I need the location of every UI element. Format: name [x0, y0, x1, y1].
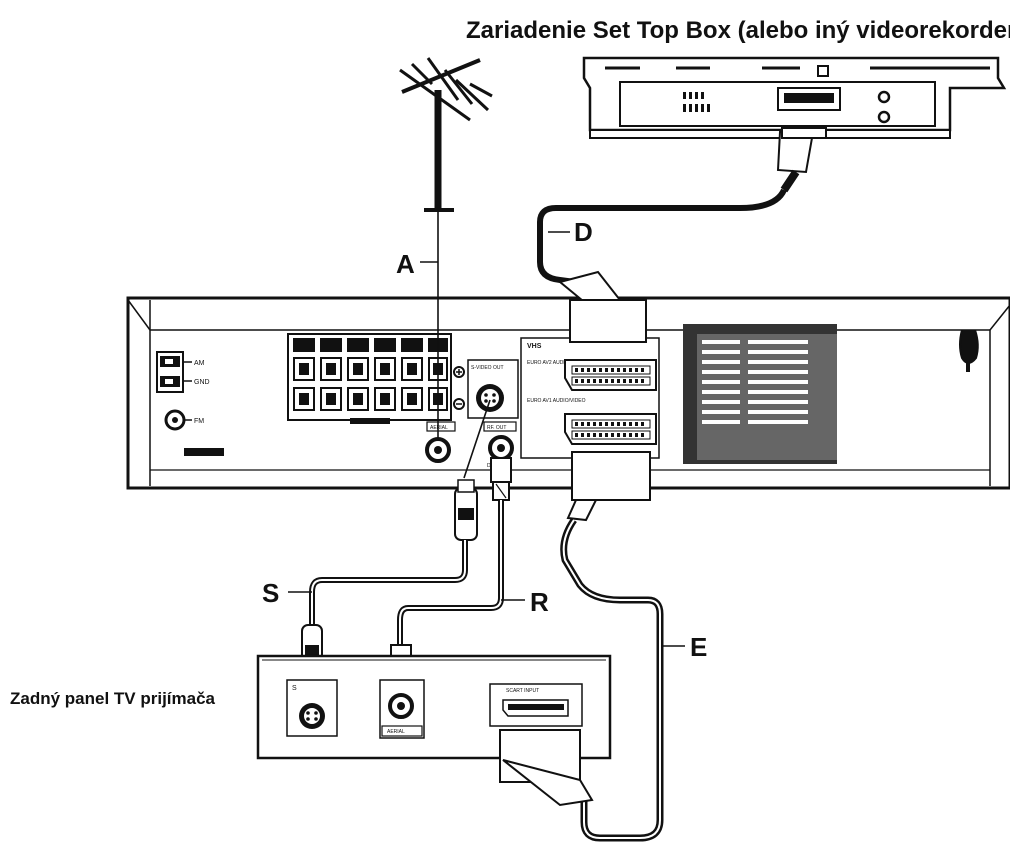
euro-av2-scart	[564, 359, 657, 391]
set-top-box-title: Zariadenie Set Top Box (alebo iný videor…	[466, 17, 1010, 44]
euro-av2-label: EURO AV2 AUDIO/VIDEO	[527, 360, 586, 366]
receiver-aerial-jack: AERIAL	[425, 421, 456, 463]
gnd-label: GND	[194, 379, 210, 386]
fm-label: FM	[194, 418, 204, 425]
cable-r-label: R	[530, 587, 549, 617]
radio-antenna-terminals: AM GND FM	[156, 351, 224, 456]
tv-back-panel-title: Zadný panel TV prijímača	[10, 689, 216, 708]
stb-rca-jack	[877, 90, 891, 104]
speaker-terminals	[287, 333, 465, 424]
stb-vent-slots	[683, 92, 710, 112]
receiver-scart-panel: VHS EURO AV2 AUDIO/VIDEO EURO AV1 AUDIO/…	[520, 337, 660, 459]
tv-aerial-label: AERIAL	[387, 729, 405, 735]
cable-a-label: A	[396, 249, 415, 279]
s-video-out-jack: S-VIDEO OUT	[467, 359, 519, 419]
set-top-box	[582, 56, 1007, 139]
tv-rear-panel: S AERIAL SCART INPUT	[256, 654, 612, 807]
vhs-label: VHS	[527, 343, 542, 350]
receiver-aerial-label: AERIAL	[430, 425, 448, 431]
euro-av1-label: EURO AV1 AUDIO/VIDEO	[527, 398, 586, 404]
tv-scart-input-label: SCART INPUT	[506, 688, 539, 694]
s-video-out-label: S-VIDEO OUT	[471, 365, 504, 371]
power-cord	[959, 329, 979, 372]
cable-e: E	[560, 451, 707, 842]
cable-d-label: D	[574, 217, 593, 247]
am-label: AM	[194, 360, 205, 367]
tv-scart-plug	[499, 729, 594, 807]
cable-s-label: S	[262, 578, 279, 608]
tv-s-jack-label: S	[292, 685, 297, 692]
cable-a: A	[396, 210, 439, 440]
cooling-fan-grille	[683, 324, 837, 464]
cable-e-label: E	[690, 632, 707, 662]
euro-av1-scart	[564, 413, 657, 445]
tv-s-video-jack: S	[286, 679, 338, 737]
stb-rca-jack	[877, 110, 891, 124]
tv-aerial-jack: AERIAL	[379, 679, 425, 739]
cable-d: D	[537, 127, 827, 343]
receiver-label-plate	[184, 448, 224, 456]
tv-scart-input: SCART INPUT	[489, 683, 583, 727]
stb-scart-socket	[777, 87, 841, 111]
rf-out-label: RF. OUT	[487, 425, 506, 431]
antenna	[399, 57, 493, 212]
